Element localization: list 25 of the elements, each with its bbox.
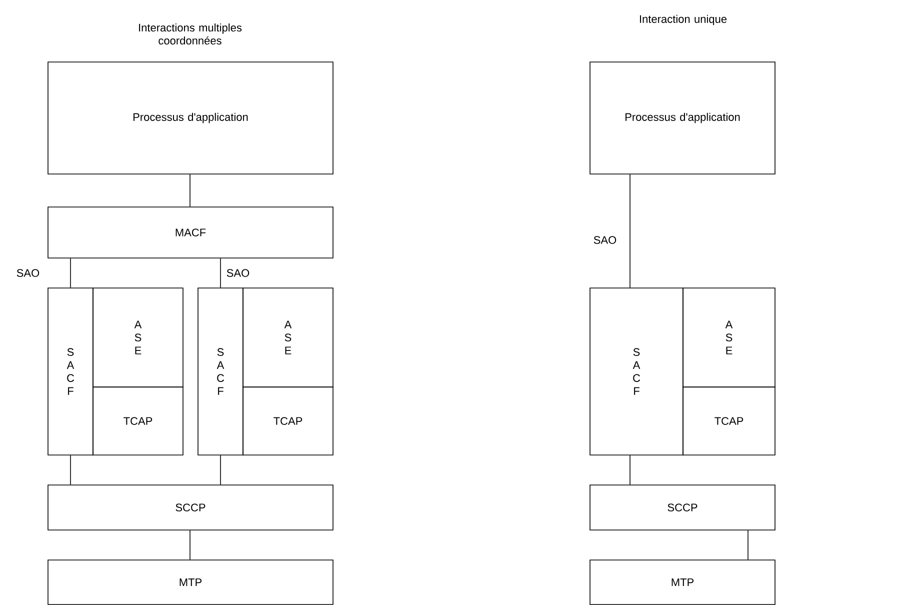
column-heading: Interaction unique (640, 14, 727, 26)
sacf-column: S A C F (48, 288, 94, 456)
layer-box: MTP (48, 560, 334, 605)
layer-box: TCAP (242, 386, 334, 456)
process-box: Processus d'application (48, 62, 334, 174)
sacf-column: S A C F (590, 288, 684, 456)
connector-line (70, 258, 71, 288)
layer-box: TCAP (682, 386, 776, 456)
connector-line (220, 455, 221, 485)
connector-line (220, 258, 221, 288)
sacf-column: S A C F (198, 288, 244, 456)
layer-box: MTP (590, 560, 776, 605)
edge-label: SAO (592, 235, 618, 245)
column-heading: Interactions multiples coordonnées (139, 23, 242, 45)
ase-box: A S E (682, 288, 776, 388)
connector-line (70, 455, 71, 485)
process-box: Processus d'application (590, 62, 776, 174)
ase-box: A S E (92, 288, 184, 388)
edge-label: SAO (15, 268, 41, 278)
layer-box: SCCP (590, 484, 776, 530)
layer-box: SCCP (48, 484, 334, 530)
ase-box: A S E (242, 288, 334, 388)
layer-box: MACF (48, 206, 334, 258)
layer-box: TCAP (92, 386, 184, 456)
edge-label: SAO (225, 268, 251, 278)
